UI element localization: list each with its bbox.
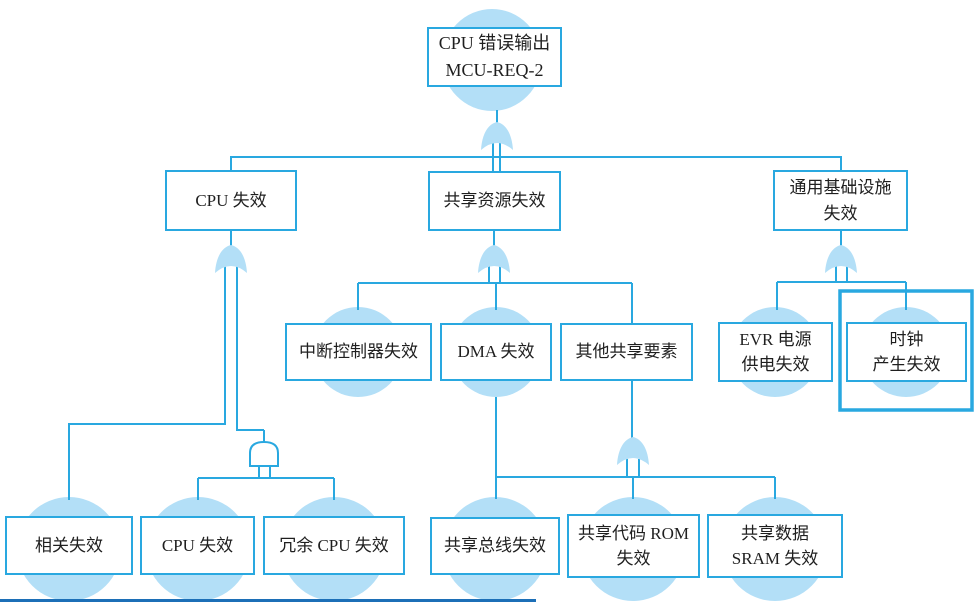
node-evr-power-supply-failure: EVR 电源 供电失效 xyxy=(718,322,833,382)
node-label: 中断控制器失效 xyxy=(299,342,418,362)
node-label: 冗余 CPU 失效 xyxy=(279,535,389,555)
node-label: 共享总线失效 xyxy=(444,536,546,556)
node-label: 时钟 xyxy=(889,329,924,349)
node-label: CPU 错误输出 xyxy=(438,33,551,53)
or-gate-icon xyxy=(617,437,649,465)
node-label: SRAM 失效 xyxy=(731,549,819,568)
node-label: 共享资源失效 xyxy=(443,191,546,211)
highlight-frame xyxy=(838,289,974,412)
node-common-infrastructure-failure: 通用基础设施 失效 xyxy=(773,170,908,231)
gates xyxy=(215,122,857,467)
node-label: 共享数据 xyxy=(741,523,809,543)
node-label: 共享代码 ROM xyxy=(578,523,689,543)
node-shared-resource-failure: 共享资源失效 xyxy=(428,171,561,231)
node-label: 失效 xyxy=(616,549,651,568)
or-gate-icon xyxy=(478,245,510,273)
node-label: MCU-REQ-2 xyxy=(445,60,544,80)
node-interrupt-controller-failure: 中断控制器失效 xyxy=(285,323,432,381)
or-gate-icon xyxy=(481,122,513,150)
connector-lines xyxy=(68,110,907,500)
node-label: EVR 电源 xyxy=(739,329,812,349)
node-shared-code-rom-failure: 共享代码 ROM 失效 xyxy=(567,514,700,578)
node-other-shared-elements: 其他共享要素 xyxy=(560,323,693,381)
and-gate-icon xyxy=(249,440,279,467)
node-label: 失效 xyxy=(823,203,858,223)
node-related-failure: 相关失效 xyxy=(5,516,133,575)
or-gate-icon xyxy=(215,245,247,273)
bottom-rule xyxy=(0,599,536,602)
node-cpu-failure-basic: CPU 失效 xyxy=(140,516,255,575)
node-label: 通用基础设施 xyxy=(789,178,892,197)
or-gate-icon xyxy=(825,245,857,273)
node-label: 相关失效 xyxy=(35,535,103,555)
node-dma-failure: DMA 失效 xyxy=(440,323,552,381)
node-shared-bus-failure: 共享总线失效 xyxy=(430,517,560,575)
node-label: 供电失效 xyxy=(741,355,810,374)
node-shared-data-sram-failure: 共享数据 SRAM 失效 xyxy=(707,514,843,578)
node-label: CPU 失效 xyxy=(161,535,234,555)
node-label: CPU 失效 xyxy=(195,190,267,210)
node-label: 产生失效 xyxy=(872,355,941,374)
node-label: 其他共享要素 xyxy=(575,342,678,362)
node-top-event: CPU 错误输出 MCU-REQ-2 xyxy=(427,27,562,87)
node-label: DMA 失效 xyxy=(457,342,535,362)
event-circles xyxy=(17,9,951,601)
node-clock-generation-failure: 时钟 产生失效 xyxy=(846,322,967,382)
node-cpu-failure: CPU 失效 xyxy=(165,170,297,231)
node-redundant-cpu-failure: 冗余 CPU 失效 xyxy=(263,516,405,575)
